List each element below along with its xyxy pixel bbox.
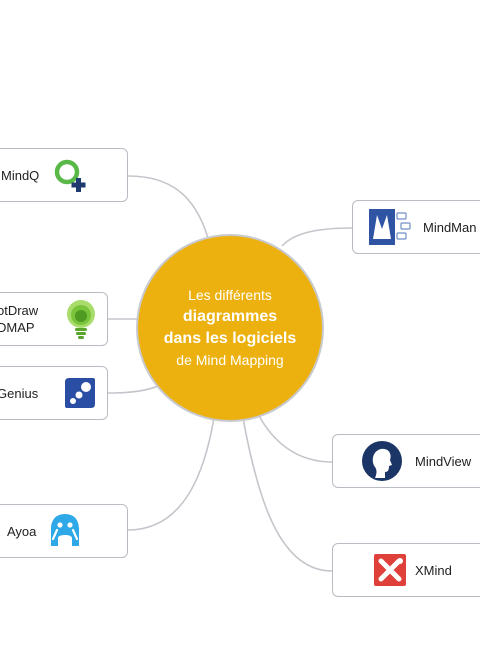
node-mindq[interactable]: MindQ (0, 148, 128, 202)
node-mindview-label: MindView (415, 453, 472, 469)
central-topic-line-1: Les différents (188, 287, 272, 303)
node-mindq-label: MindQ (1, 167, 40, 183)
central-topic-line-2: diagrammes (182, 308, 278, 325)
green-bulb-logo-icon (67, 300, 95, 339)
mindq-logo-icon (55, 159, 86, 192)
node-mindmanager-label: MindMan (423, 219, 477, 235)
node-ayoa-label: Ayoa (7, 523, 37, 539)
dots-logo-icon (65, 378, 95, 408)
xmind-logo-icon (374, 554, 406, 586)
node-xmind-label: XMind (415, 562, 452, 578)
node-smartdraw-line-2: DMAP (0, 320, 35, 335)
central-topic[interactable]: Les différents diagrammes dans les logic… (136, 234, 324, 422)
central-topic-line-4: de Mind Mapping (176, 352, 284, 368)
connector-mindmanager (281, 227, 353, 247)
connector-mindq (127, 175, 209, 239)
node-mindview[interactable]: MindView (332, 434, 480, 488)
mindview-logo-icon (362, 441, 402, 481)
node-mindmanager[interactable]: MindMan (352, 200, 480, 254)
node-genius[interactable]: Genius (0, 366, 108, 420)
connector-genius (107, 384, 161, 394)
node-smartdraw[interactable]: otDraw DMAP (0, 292, 108, 346)
node-xmind[interactable]: XMind (332, 543, 480, 597)
node-ayoa[interactable]: Ayoa (0, 504, 128, 558)
ayoa-logo-icon (51, 514, 80, 546)
connector-mindview (257, 413, 333, 463)
central-topic-line-3: dans les logiciels (163, 330, 297, 347)
connector-ayoa (127, 417, 215, 531)
mindmanager-logo-icon (369, 209, 411, 245)
node-smartdraw-line-1: otDraw (0, 303, 39, 318)
node-smartdraw-label: otDraw DMAP (0, 302, 38, 336)
connector-xmind (242, 417, 333, 572)
node-genius-label: Genius (0, 385, 39, 401)
